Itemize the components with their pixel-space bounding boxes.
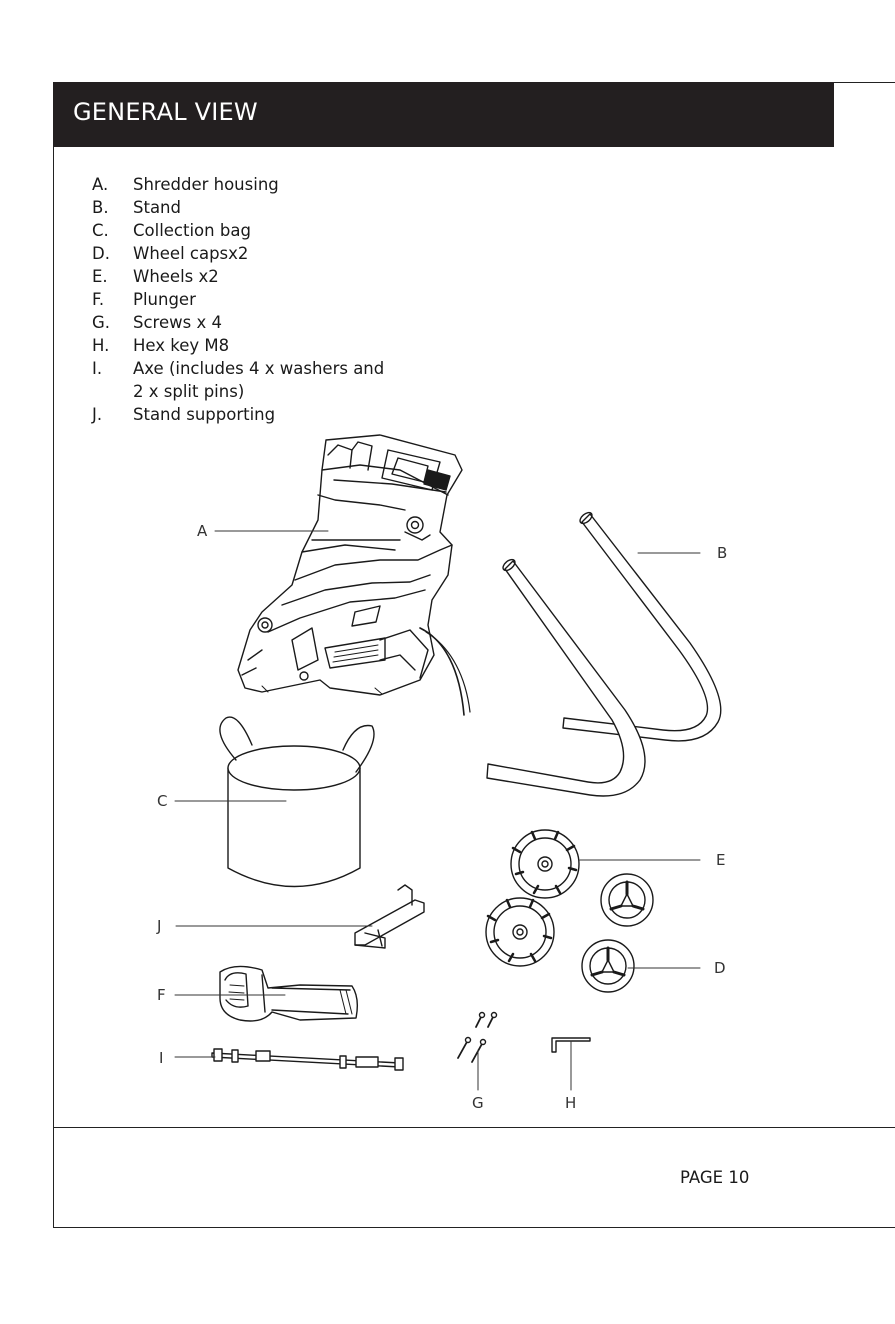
shredder-housing-illustration bbox=[238, 435, 470, 715]
callout-f: F bbox=[157, 986, 166, 1004]
axle-illustration bbox=[212, 1049, 403, 1070]
callout-j: J bbox=[156, 917, 161, 935]
callout-e: E bbox=[716, 851, 725, 869]
callout-c: C bbox=[157, 792, 167, 810]
callout-g: G bbox=[472, 1094, 484, 1112]
page-number: PAGE 10 bbox=[680, 1168, 749, 1187]
wheel-caps-illustration bbox=[582, 874, 653, 992]
callout-h: H bbox=[565, 1094, 576, 1112]
collection-bag-illustration bbox=[220, 717, 374, 886]
stand-support-illustration bbox=[355, 885, 424, 948]
callout-b: B bbox=[717, 544, 727, 562]
wheels-illustration bbox=[486, 830, 579, 966]
screws-illustration bbox=[458, 1013, 497, 1063]
plunger-illustration bbox=[220, 966, 357, 1021]
callout-d: D bbox=[714, 959, 726, 977]
callout-i: I bbox=[159, 1049, 163, 1067]
callout-a: A bbox=[197, 522, 208, 540]
